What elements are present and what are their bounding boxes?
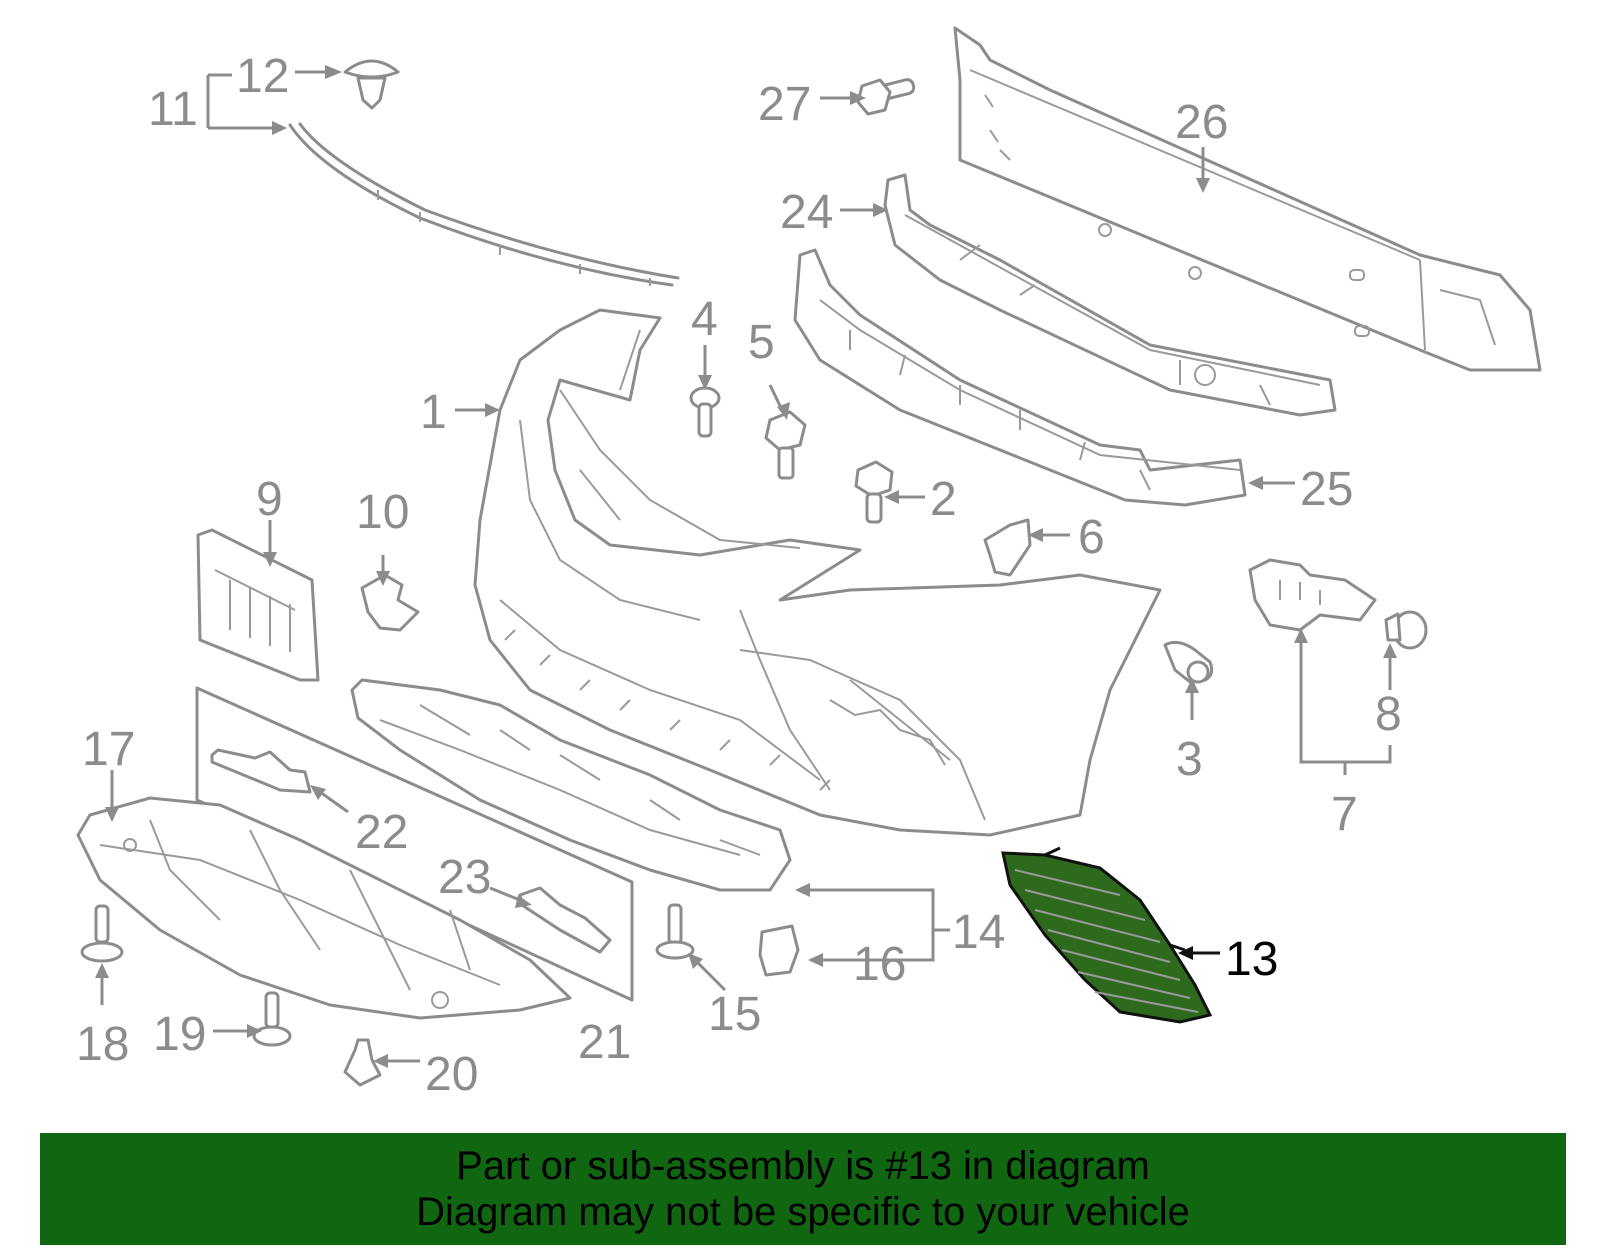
part-14-lower-spoiler[interactable]	[350, 678, 792, 892]
info-banner: Part or sub-assembly is #13 in diagram D…	[40, 1133, 1566, 1245]
part-10-clip[interactable]	[360, 573, 420, 632]
part-22-strip[interactable]	[210, 748, 312, 794]
callout-2[interactable]: 2	[930, 473, 957, 526]
callout-11[interactable]: 11	[148, 83, 198, 136]
callout-9[interactable]: 9	[256, 473, 283, 526]
banner-line-1: Part or sub-assembly is #13 in diagram	[456, 1144, 1150, 1188]
part-17-under-cover[interactable]	[76, 796, 572, 1020]
part-8-grommet[interactable]	[1384, 610, 1428, 650]
part-15-screw[interactable]	[655, 903, 695, 960]
callout-17[interactable]: 17	[82, 723, 135, 776]
callout-3[interactable]: 3	[1176, 733, 1203, 786]
part-16-nut[interactable]	[758, 924, 800, 977]
callout-5[interactable]: 5	[748, 316, 775, 369]
callout-14[interactable]: 14	[952, 906, 1005, 959]
part-25-bracket[interactable]	[793, 248, 1247, 507]
part-27-bolt[interactable]	[856, 78, 916, 116]
part-6-clip[interactable]	[983, 518, 1032, 577]
callout-6[interactable]: 6	[1078, 511, 1105, 564]
callout-13[interactable]: 13	[1225, 933, 1278, 986]
callout-8[interactable]: 8	[1375, 688, 1402, 741]
part-18-screw[interactable]	[80, 904, 124, 963]
callout-16[interactable]: 16	[853, 938, 906, 991]
part-9-license-bracket[interactable]	[196, 528, 320, 682]
part-12-clip[interactable]	[343, 59, 400, 110]
callout-7[interactable]: 7	[1331, 788, 1358, 841]
callout-4[interactable]: 4	[691, 293, 718, 346]
part-4-pin[interactable]	[689, 386, 721, 438]
part-20-clip[interactable]	[343, 1038, 382, 1087]
part-5-bolt[interactable]	[764, 410, 807, 480]
banner-line-2: Diagram may not be specific to your vehi…	[416, 1190, 1190, 1234]
callout-15[interactable]: 15	[708, 988, 761, 1041]
callout-19[interactable]: 19	[153, 1008, 206, 1061]
callout-10[interactable]: 10	[356, 486, 409, 539]
part-11-molding[interactable]	[288, 122, 680, 287]
callout-12[interactable]: 12	[236, 50, 289, 103]
part-24-bracket[interactable]	[883, 173, 1337, 417]
callout-25[interactable]: 25	[1300, 463, 1353, 516]
part-23-strip[interactable]	[518, 886, 612, 954]
callout-26[interactable]: 26	[1175, 96, 1228, 149]
leader-lines	[100, 70, 1392, 1063]
callout-27[interactable]: 27	[758, 78, 811, 131]
callout-labels: 1 2 3 4 5 6 7 8 9 10 11 12 13 14 15 16 1…	[76, 50, 1402, 1101]
parts-diagram: 1 2 3 4 5 6 7 8 9 10 11 12 13 14 15 16 1…	[76, 26, 1542, 1101]
arrowheads	[95, 65, 1397, 1068]
part-26-reinforcement-beam[interactable]	[953, 26, 1542, 372]
callout-18[interactable]: 18	[76, 1018, 129, 1071]
callout-21[interactable]: 21	[578, 1016, 631, 1069]
part-7-bracket[interactable]	[1248, 558, 1377, 632]
part-3-retainer[interactable]	[1163, 640, 1214, 684]
part-2-bolt[interactable]	[854, 460, 894, 524]
callout-22[interactable]: 22	[355, 806, 408, 859]
callout-23[interactable]: 23	[438, 851, 491, 904]
callout-24[interactable]: 24	[780, 186, 833, 239]
callout-20[interactable]: 20	[425, 1048, 478, 1101]
part-13-fog-cover-highlighted[interactable]	[1001, 846, 1213, 1024]
part-1-bumper-cover[interactable]	[473, 308, 1162, 837]
callout-1[interactable]: 1	[420, 386, 447, 439]
part-21-panel[interactable]	[195, 686, 634, 1002]
part-19-screw[interactable]	[252, 991, 292, 1047]
